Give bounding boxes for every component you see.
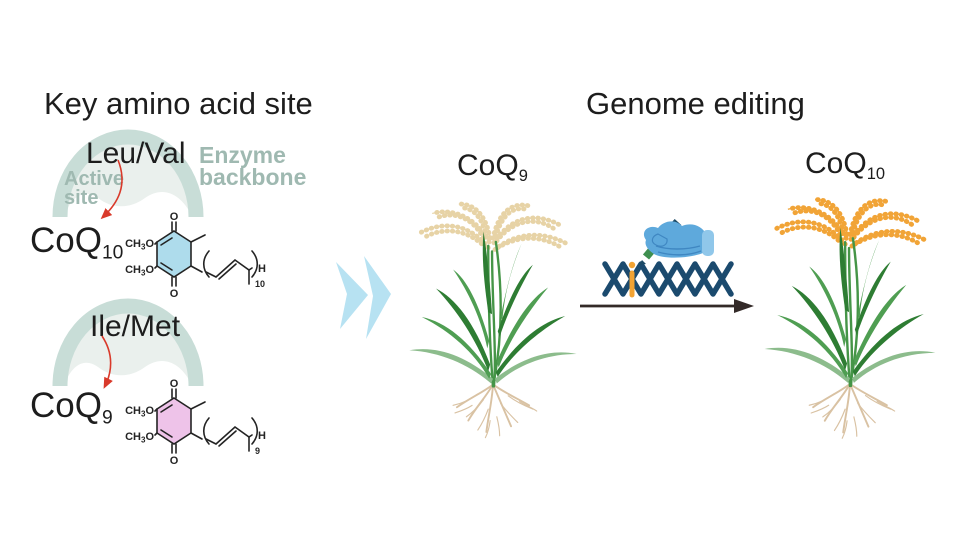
rice-plant-coq9: [398, 188, 588, 446]
chain-repeat-9: 9: [255, 446, 260, 456]
methoxy-bottom: CH3O: [125, 264, 154, 278]
plant-label-coq10: CoQ10: [805, 147, 886, 183]
ubiquinone-structure-coq10: O O CH3O CH3O H 10: [125, 211, 266, 300]
product-label-coq10: CoQ10: [30, 221, 124, 264]
methoxy-top: CH3O: [125, 238, 154, 252]
hand-pencil-icon: [639, 218, 714, 265]
carbonyl-o-bottom: O: [170, 455, 179, 467]
residue-label-1: Leu/Val: [86, 137, 186, 170]
plant-label-coq9: CoQ9: [457, 149, 528, 185]
dna-helix-icon: [602, 261, 734, 298]
terminal-h: H: [258, 263, 266, 275]
active-site-label: Active site: [64, 168, 125, 209]
quinone-ring-coq10: [156, 230, 192, 278]
methoxy-bottom: CH3O: [125, 431, 154, 445]
genome-editing-icon: [602, 218, 734, 298]
hand-icon: [643, 221, 711, 258]
thumb: [651, 233, 668, 247]
rice-plant-coq10: [750, 184, 950, 446]
carbonyl-o-top: O: [170, 378, 179, 390]
red-arrow-2: [101, 335, 113, 389]
right-panel-title: Genome editing: [586, 86, 805, 121]
red-arrow-1: [100, 159, 123, 220]
carbonyl-o-bottom: O: [170, 288, 179, 300]
product-label-coq9: CoQ9: [30, 386, 113, 429]
terminal-h: H: [258, 430, 266, 442]
reaction-arrow: [580, 299, 754, 313]
transition-chevron-icon: [336, 256, 391, 339]
chain-repeat-10: 10: [255, 279, 265, 289]
carbonyl-o-top: O: [170, 211, 179, 223]
residue-label-2: Ile/Met: [90, 310, 181, 343]
left-panel-title: Key amino acid site: [44, 86, 313, 121]
ubiquinone-structure-coq9: O O CH3O CH3O H 9: [125, 378, 266, 467]
enzyme-backbone-label: Enzyme backbone: [199, 142, 307, 190]
methoxy-top: CH3O: [125, 405, 154, 419]
quinone-ring-coq9: [156, 397, 192, 445]
